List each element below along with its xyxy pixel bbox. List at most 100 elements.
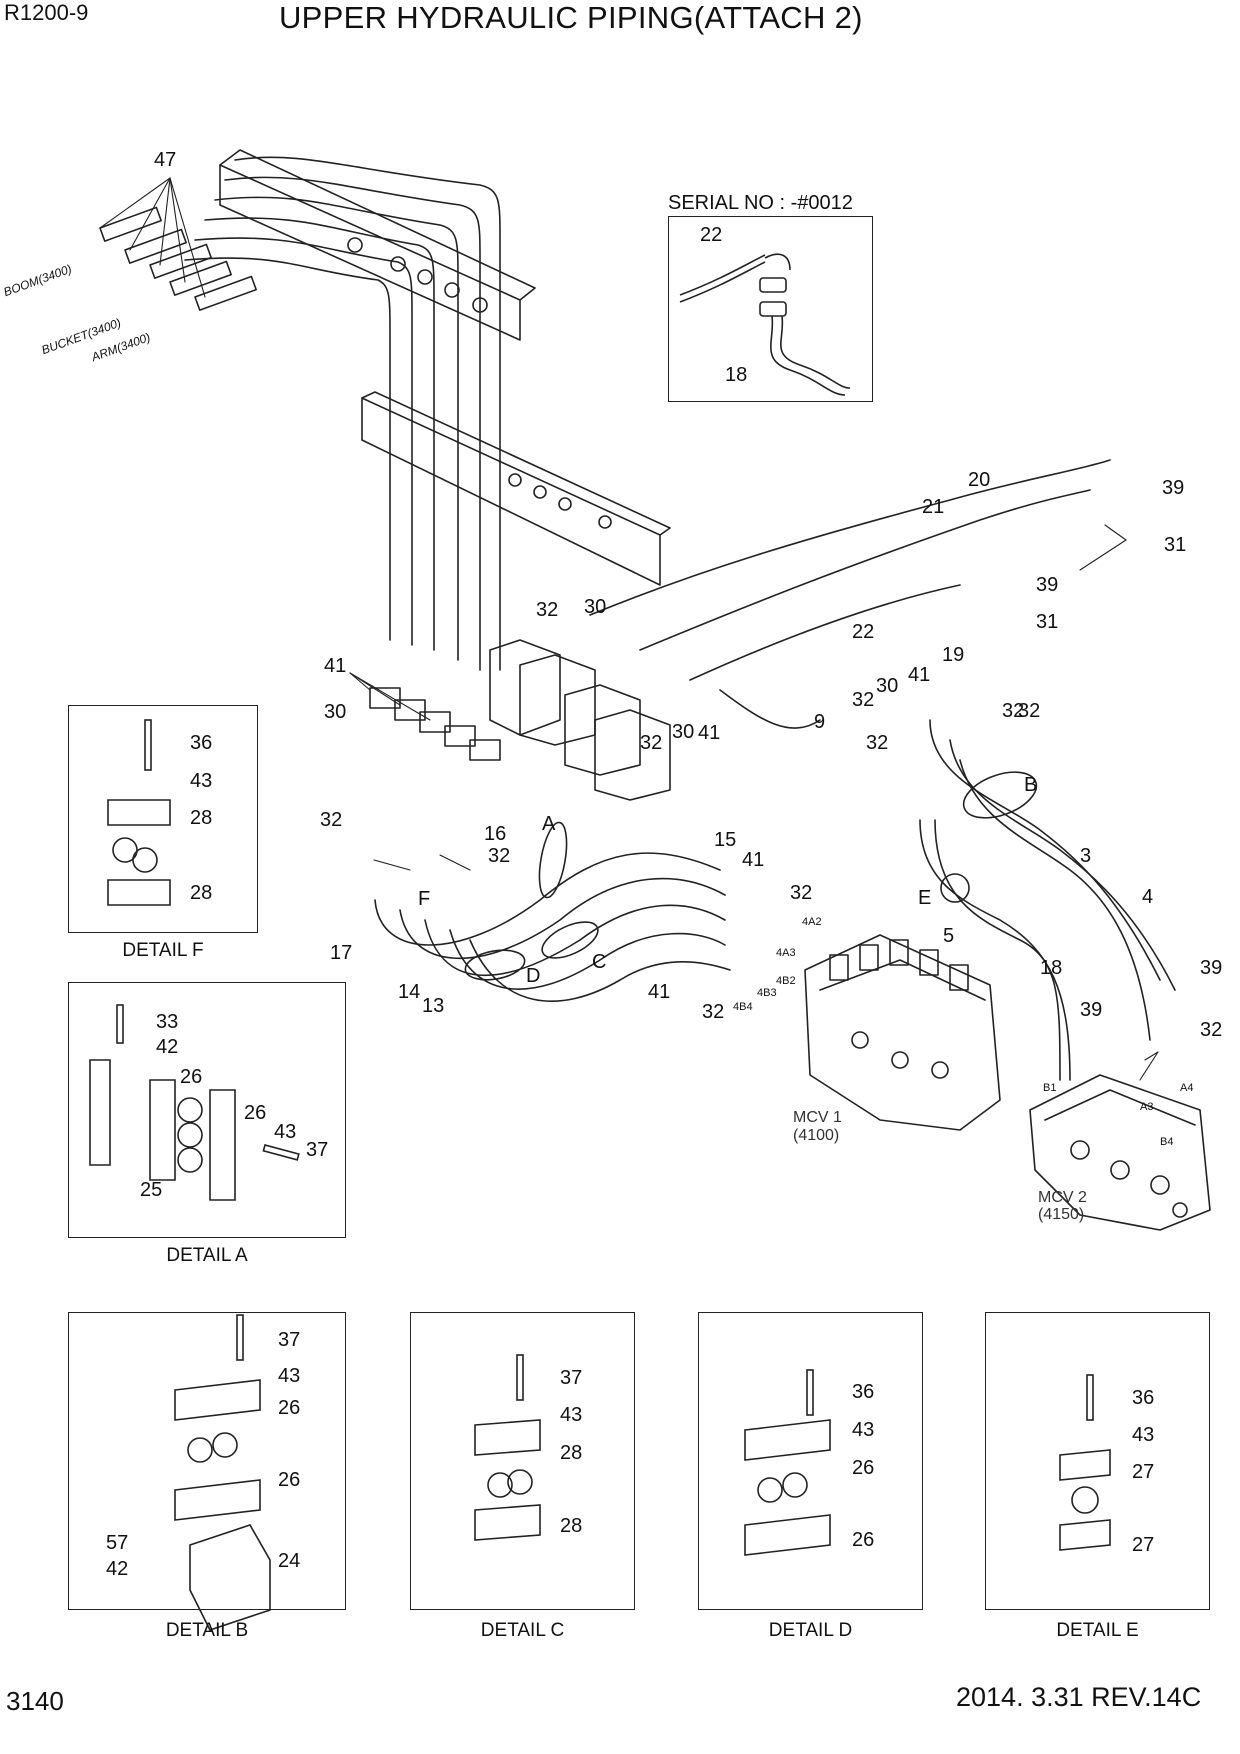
callout-32: 32 <box>1200 1019 1223 1041</box>
detail-b-marker <box>962 771 1038 819</box>
callout-32: 32 <box>1018 700 1041 722</box>
callout-B: B <box>1024 774 1038 796</box>
model-code: R1200-9 <box>4 0 89 25</box>
detail-c-marker <box>541 921 599 959</box>
callout-32: 32 <box>320 809 343 831</box>
detail-d-box <box>698 1312 923 1610</box>
detail-e-label-27: 27 <box>1132 1461 1155 1483</box>
bolt-icon <box>144 719 152 771</box>
serial-label-22: 22 <box>700 224 723 246</box>
detail-f-label-28: 28 <box>190 882 213 904</box>
port-A4: A4 <box>1180 1082 1194 1094</box>
callout-21: 21 <box>922 496 945 518</box>
port-4B4: 4B4 <box>733 1001 753 1013</box>
detail-a-label-26: 26 <box>244 1102 267 1124</box>
detail-b-label-26: 26 <box>278 1469 301 1491</box>
detail-d-label-26: 26 <box>852 1529 875 1551</box>
callout-5: 5 <box>943 925 955 947</box>
callout-15: 15 <box>714 829 737 851</box>
detail-d-caption: DETAIL D <box>768 1620 853 1641</box>
port-4A2: 4A2 <box>802 916 822 928</box>
detail-b-label-37: 37 <box>278 1329 301 1351</box>
pipes-to-mcv2 <box>919 719 1176 1081</box>
callout-47: 47 <box>154 149 177 171</box>
detail-a-label-37: 37 <box>306 1139 329 1161</box>
boom-bracket-upper <box>219 149 536 341</box>
detail-e-box <box>985 1312 1210 1610</box>
port-4B2: 4B2 <box>776 975 796 987</box>
revision-date: 2014. 3.31 REV.14C <box>956 1682 1202 1712</box>
detail-d-marker <box>464 949 526 981</box>
detail-c-label-43: 43 <box>560 1404 583 1426</box>
callout-19: 19 <box>942 644 965 666</box>
mcv1-body <box>804 934 1001 1131</box>
detail-a-caption: DETAIL A <box>166 1245 248 1266</box>
mcv1-code: (4100) <box>793 1127 840 1144</box>
callout-30: 30 <box>672 721 695 743</box>
serial-box-sketch <box>679 253 851 396</box>
callout-39: 39 <box>1036 574 1059 596</box>
detail-a-marker <box>538 821 568 899</box>
callout-41: 41 <box>742 849 765 871</box>
callout-39: 39 <box>1162 477 1185 499</box>
detail-e-label-43: 43 <box>1132 1424 1155 1446</box>
callout-E: E <box>918 887 932 909</box>
lower-pipe-bundle <box>374 852 731 1002</box>
serial-label-18: 18 <box>725 364 748 386</box>
callout-41: 41 <box>648 981 671 1003</box>
long-hoses-upper-right <box>589 459 1111 729</box>
detail-f-label-28: 28 <box>190 807 213 829</box>
callout-F: F <box>418 888 431 910</box>
detail-f-caption: DETAIL F <box>122 940 204 961</box>
detail-a-label-42: 42 <box>156 1036 179 1058</box>
port-4A3: 4A3 <box>776 947 796 959</box>
callout-39: 39 <box>1080 999 1103 1021</box>
callout-31: 31 <box>1164 534 1187 556</box>
callout-30: 30 <box>876 675 899 697</box>
boom-bracket-lower <box>361 391 671 586</box>
detail-d-label-43: 43 <box>852 1419 875 1441</box>
detail-a-label-26: 26 <box>180 1066 203 1088</box>
vertical-pipe-bundle <box>184 156 501 671</box>
detail-f-label-36: 36 <box>190 732 213 754</box>
detail-f-box <box>68 705 258 933</box>
callout-9: 9 <box>814 711 826 733</box>
callout-31: 31 <box>1036 611 1059 633</box>
detail-b-caption: DETAIL B <box>165 1620 249 1641</box>
detail-e-marker <box>940 873 970 903</box>
serial-box <box>668 216 873 402</box>
hose-end-fittings <box>99 206 257 311</box>
callout-30: 30 <box>584 596 607 618</box>
detail-a-label-43: 43 <box>274 1121 297 1143</box>
detail-b-label-26: 26 <box>278 1397 301 1419</box>
port-A3: A3 <box>1140 1101 1154 1113</box>
detail-c-box <box>410 1312 635 1610</box>
callout-41: 41 <box>908 664 931 686</box>
callout-20: 20 <box>968 469 991 491</box>
detail-b-label-42: 42 <box>106 1558 129 1580</box>
detail-a-label-25: 25 <box>140 1179 163 1201</box>
detail-c-label-28: 28 <box>560 1442 583 1464</box>
callout-17: 17 <box>330 942 353 964</box>
mcv2-body <box>1029 1074 1211 1231</box>
callout-4: 4 <box>1142 886 1154 908</box>
port-B4: B4 <box>1160 1136 1174 1148</box>
detail-e-label-27: 27 <box>1132 1534 1155 1556</box>
page-number: 3140 <box>6 1686 64 1716</box>
callout-32: 32 <box>852 689 875 711</box>
detail-c-label-28: 28 <box>560 1515 583 1537</box>
mcv2-name: MCV 2 <box>1038 1189 1087 1206</box>
detail-a-label-33: 33 <box>156 1011 179 1033</box>
detail-sketches <box>89 719 1111 1631</box>
detail-b-label-57: 57 <box>106 1532 129 1554</box>
detail-b-label-43: 43 <box>278 1365 301 1387</box>
serial-box-title: SERIAL NO : -#0012 <box>668 192 853 214</box>
detail-b-label-24: 24 <box>278 1550 301 1572</box>
port-B1: B1 <box>1043 1082 1057 1094</box>
callout-22: 22 <box>852 621 875 643</box>
port-4B3: 4B3 <box>757 987 777 999</box>
callout-32: 32 <box>536 599 559 621</box>
detail-d-label-26: 26 <box>852 1457 875 1479</box>
detail-e-caption: DETAIL E <box>1056 1620 1139 1641</box>
